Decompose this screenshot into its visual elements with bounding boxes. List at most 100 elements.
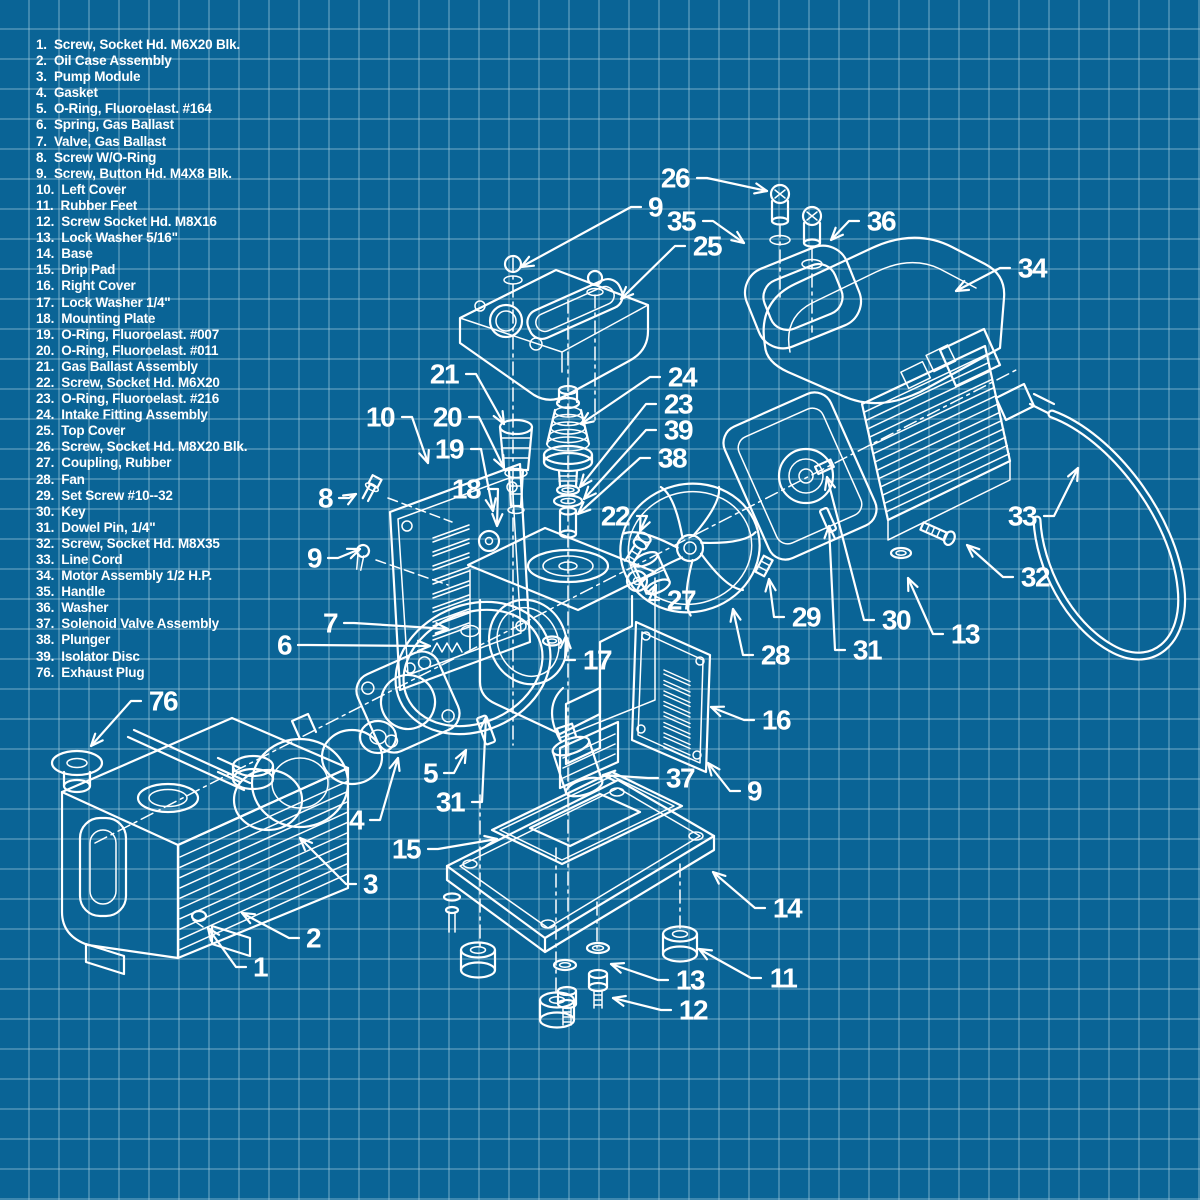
callout-number: 34 [1018, 253, 1048, 284]
callout-arrowhead [638, 516, 651, 533]
callout-arrowhead [611, 994, 627, 1007]
left-cover-louvers [432, 524, 470, 641]
callout-leader [711, 870, 767, 910]
handle-drawing [743, 234, 863, 350]
callout-arrowhead [578, 473, 593, 489]
callout-leader [965, 543, 1015, 579]
right-cover-louvers [663, 669, 691, 760]
callout-arrowhead [559, 634, 572, 650]
parts-list-item: 38. Plunger [36, 632, 111, 648]
callout-number: 3 [363, 869, 378, 900]
callout-number: 26 [661, 163, 690, 194]
callout-leader [426, 837, 499, 851]
set-screw-drawing [754, 554, 774, 578]
callout-arrowhead [493, 453, 506, 470]
screw-32-drawing [919, 521, 956, 547]
callout-leader [240, 911, 301, 940]
lock-washer-17-drawing [541, 635, 563, 647]
parts-list-item: 32. Screw, Socket Hd. M8X35 [36, 535, 220, 551]
parts-list-item: 23. O-Ring, Fluoroelast. #216 [36, 391, 220, 407]
parts-list-item: 2. Oil Case Assembly [36, 53, 172, 69]
callout-leader [298, 836, 358, 886]
callout-leader [619, 244, 687, 301]
callout-number: 35 [667, 206, 696, 237]
parts-list-item: 18. Mounting Plate [36, 310, 156, 326]
callout-arrowhead [89, 732, 104, 748]
callout-number: 12 [679, 995, 708, 1026]
fan-drawing [619, 482, 761, 617]
callout-arrowhead [416, 639, 432, 653]
drawing [50, 183, 1187, 1029]
parts-list-item: 6. Spring, Gas Ballast [36, 117, 174, 133]
callout-arrowhead [483, 834, 499, 848]
callout-leader [368, 756, 400, 822]
callout-number: 29 [792, 602, 821, 633]
callout-arrowhead [240, 911, 256, 925]
line-cord-drawing [1032, 409, 1187, 661]
callout-number: 8 [318, 483, 333, 514]
parts-list-item: 19. O-Ring, Fluoroelast. #007 [36, 326, 220, 342]
callout-number: 7 [323, 608, 338, 639]
callout-arrowhead [601, 769, 617, 782]
callout-leader [1042, 466, 1080, 518]
callout-arrowhead [345, 547, 362, 560]
callout-arrowhead [829, 226, 844, 242]
callout-number: 13 [676, 965, 705, 996]
callout-number: 1 [253, 952, 268, 983]
callout-leader [464, 372, 506, 426]
callout-number: 17 [583, 645, 612, 676]
callout-number: 6 [277, 630, 292, 661]
callout-arrowhead [519, 255, 535, 269]
callout-leader [827, 524, 847, 652]
dowel-pin-right-drawing [819, 506, 837, 534]
callout-number: 14 [773, 893, 803, 924]
callout-leader [578, 402, 658, 489]
lock-washer-13-right-drawing [889, 546, 913, 560]
screw-9-left-drawing [355, 543, 449, 586]
callout-number: 36 [867, 206, 896, 237]
bottom-screws-drawing [442, 892, 611, 1026]
callout-arrowhead [729, 607, 742, 623]
parts-list-item: 4. Gasket [36, 85, 98, 101]
parts-list-item: 39. Isolator Disc [36, 648, 140, 664]
callout-number: 9 [307, 543, 322, 574]
left-cover-drawing [388, 462, 532, 692]
callout-arrowhead [492, 410, 506, 426]
callout-arrowhead [484, 497, 497, 513]
callout-leader [701, 219, 746, 245]
base-drawing [445, 778, 716, 954]
callout-arrowhead [434, 622, 450, 635]
o-ring-164-drawing [394, 600, 552, 736]
callout-arrowhead [697, 947, 713, 961]
callout-leader [467, 415, 506, 470]
callout-arrowhead [823, 524, 836, 540]
callout-number: 25 [693, 231, 722, 262]
parts-list-item: 5. O-Ring, Fluoroelast. #164 [36, 101, 212, 117]
parts-list-item: 10. Left Cover [36, 181, 127, 197]
parts-list: 1. Screw, Socket Hd. M6X20 Blk.2. Oil Ca… [36, 37, 247, 681]
oil-case-drawing [60, 716, 350, 976]
parts-list-item: 30. Key [36, 503, 86, 519]
callout-leader [470, 715, 488, 804]
parts-list-item: 31. Dowel Pin, 1/4" [36, 519, 156, 535]
parts-list-item: 37. Solenoid Valve Assembly [36, 616, 219, 632]
callout-number: 22 [601, 501, 630, 532]
callout-leader [206, 926, 248, 969]
parts-list-item: 3. Pump Module [36, 69, 141, 85]
callout-number: 20 [433, 402, 462, 433]
callout-leader [697, 947, 763, 980]
callout-number: 5 [423, 758, 438, 789]
parts-list-item: 24. Intake Fitting Assembly [36, 407, 208, 423]
callout-leader [326, 547, 362, 560]
parts-list-item: 7. Valve, Gas Ballast [36, 133, 166, 149]
parts-list-item: 14. Base [36, 246, 93, 262]
callout-arrowhead [764, 577, 777, 593]
top-cover-drawing [458, 254, 650, 401]
callout-number: 21 [430, 359, 459, 390]
callout-leader [519, 205, 643, 269]
callout-number: 24 [668, 362, 698, 393]
callout-leader [709, 705, 756, 722]
callout-arrowhead [491, 512, 504, 528]
callout-arrowhead [479, 715, 492, 731]
